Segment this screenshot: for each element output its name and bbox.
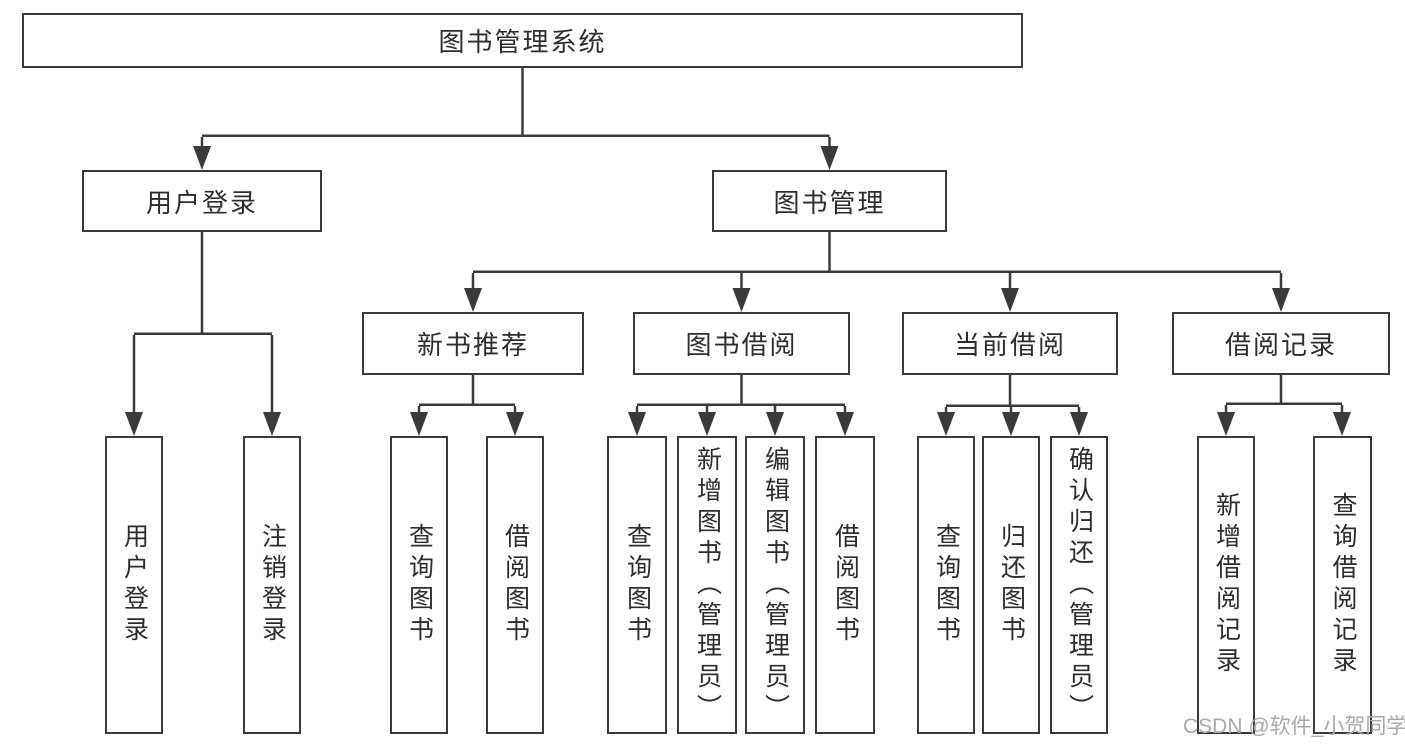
leaf-query-books-current: 查询图书: [917, 436, 975, 734]
node-root: 图书管理系统: [22, 13, 1023, 68]
arrow-head: [125, 412, 143, 436]
leaf-add-books-admin: 新增图书（管理员）: [677, 436, 737, 734]
leaf-edit-books-admin-label: 编辑图书（管理员）: [761, 445, 790, 725]
node-new-book-recommend-label: 新书推荐: [416, 330, 529, 360]
leaf-edit-books-admin: 编辑图书（管理员）: [745, 436, 805, 734]
arrow-head: [1333, 412, 1351, 436]
connector-current-to-leaves: [937, 375, 1088, 436]
node-book-management-label: 图书管理: [773, 187, 886, 218]
node-current-borrowing: 当前借阅: [902, 312, 1118, 375]
node-book-borrowing: 图书借阅: [633, 312, 850, 375]
node-borrowing-records-label: 借阅记录: [1224, 330, 1337, 360]
arrow-head: [506, 412, 524, 436]
leaf-return-books-label: 归还图书: [997, 523, 1026, 647]
leaf-logout: 注销登录: [243, 436, 301, 734]
arrow-head: [410, 412, 428, 436]
connector-newbook-to-leaves: [410, 375, 524, 436]
watermark: CSDN @软件_小贺同学: [1183, 715, 1405, 738]
arrow-head: [1002, 412, 1020, 436]
leaf-query-borrow-record-label: 查询借阅记录: [1329, 492, 1357, 678]
leaf-query-borrow-record: 查询借阅记录: [1313, 436, 1372, 734]
arrow-head: [1070, 412, 1088, 436]
leaf-borrow-books-recommend: 借阅图书: [486, 436, 544, 734]
node-current-borrowing-label: 当前借阅: [953, 330, 1066, 360]
leaf-logout-label: 注销登录: [258, 523, 287, 647]
arrow-head: [1272, 288, 1290, 312]
connector-bookmgmt-to-level3: [464, 232, 1290, 312]
leaf-query-books-borrowing: 查询图书: [607, 436, 667, 734]
arrow-head: [1217, 412, 1235, 436]
connector-root-to-level2: [193, 68, 839, 170]
connector-records-to-leaves: [1217, 375, 1351, 436]
leaf-add-books-admin-label: 新增图书（管理员）: [693, 445, 722, 725]
node-root-label: 图书管理系统: [438, 27, 607, 57]
leaf-borrow-books: 借阅图书: [815, 436, 875, 734]
arrow-head: [937, 412, 955, 436]
arrow-head: [732, 288, 751, 312]
leaf-add-borrow-record-label: 新增借阅记录: [1212, 492, 1241, 678]
connector-borrowing-to-leaves: [628, 375, 854, 436]
leaf-user-login: 用户登录: [105, 436, 163, 734]
arrow-head: [836, 412, 854, 436]
node-borrowing-records: 借阅记录: [1172, 312, 1390, 375]
arrow-head: [263, 412, 281, 436]
arrow-head: [193, 146, 211, 170]
connector-userlogin-to-leaves: [125, 232, 281, 436]
node-book-management: 图书管理: [712, 170, 947, 232]
node-new-book-recommend: 新书推荐: [362, 312, 584, 375]
leaf-borrow-books-recommend-label: 借阅图书: [501, 523, 530, 647]
leaf-query-books-borrowing-label: 查询图书: [623, 523, 652, 647]
arrow-head: [464, 288, 482, 312]
leaf-confirm-return-admin: 确认归还（管理员）: [1050, 436, 1108, 734]
arrow-head: [766, 412, 784, 436]
arrow-head: [698, 412, 716, 436]
node-user-login: 用户登录: [82, 170, 322, 232]
leaf-add-borrow-record: 新增借阅记录: [1197, 436, 1255, 734]
node-user-login-label: 用户登录: [145, 187, 258, 218]
leaf-query-books-recommend: 查询图书: [390, 436, 448, 734]
arrow-head: [628, 412, 646, 436]
node-book-borrowing-label: 图书借阅: [685, 330, 798, 360]
arrow-head: [1001, 288, 1019, 312]
leaf-return-books: 归还图书: [982, 436, 1040, 734]
leaf-confirm-return-admin-label: 确认归还（管理员）: [1065, 445, 1094, 725]
arrow-head: [820, 146, 839, 170]
leaf-borrow-books-label: 借阅图书: [831, 523, 860, 647]
leaf-user-login-label: 用户登录: [120, 523, 149, 647]
leaf-query-books-current-label: 查询图书: [932, 523, 961, 647]
leaf-query-books-recommend-label: 查询图书: [405, 523, 434, 647]
